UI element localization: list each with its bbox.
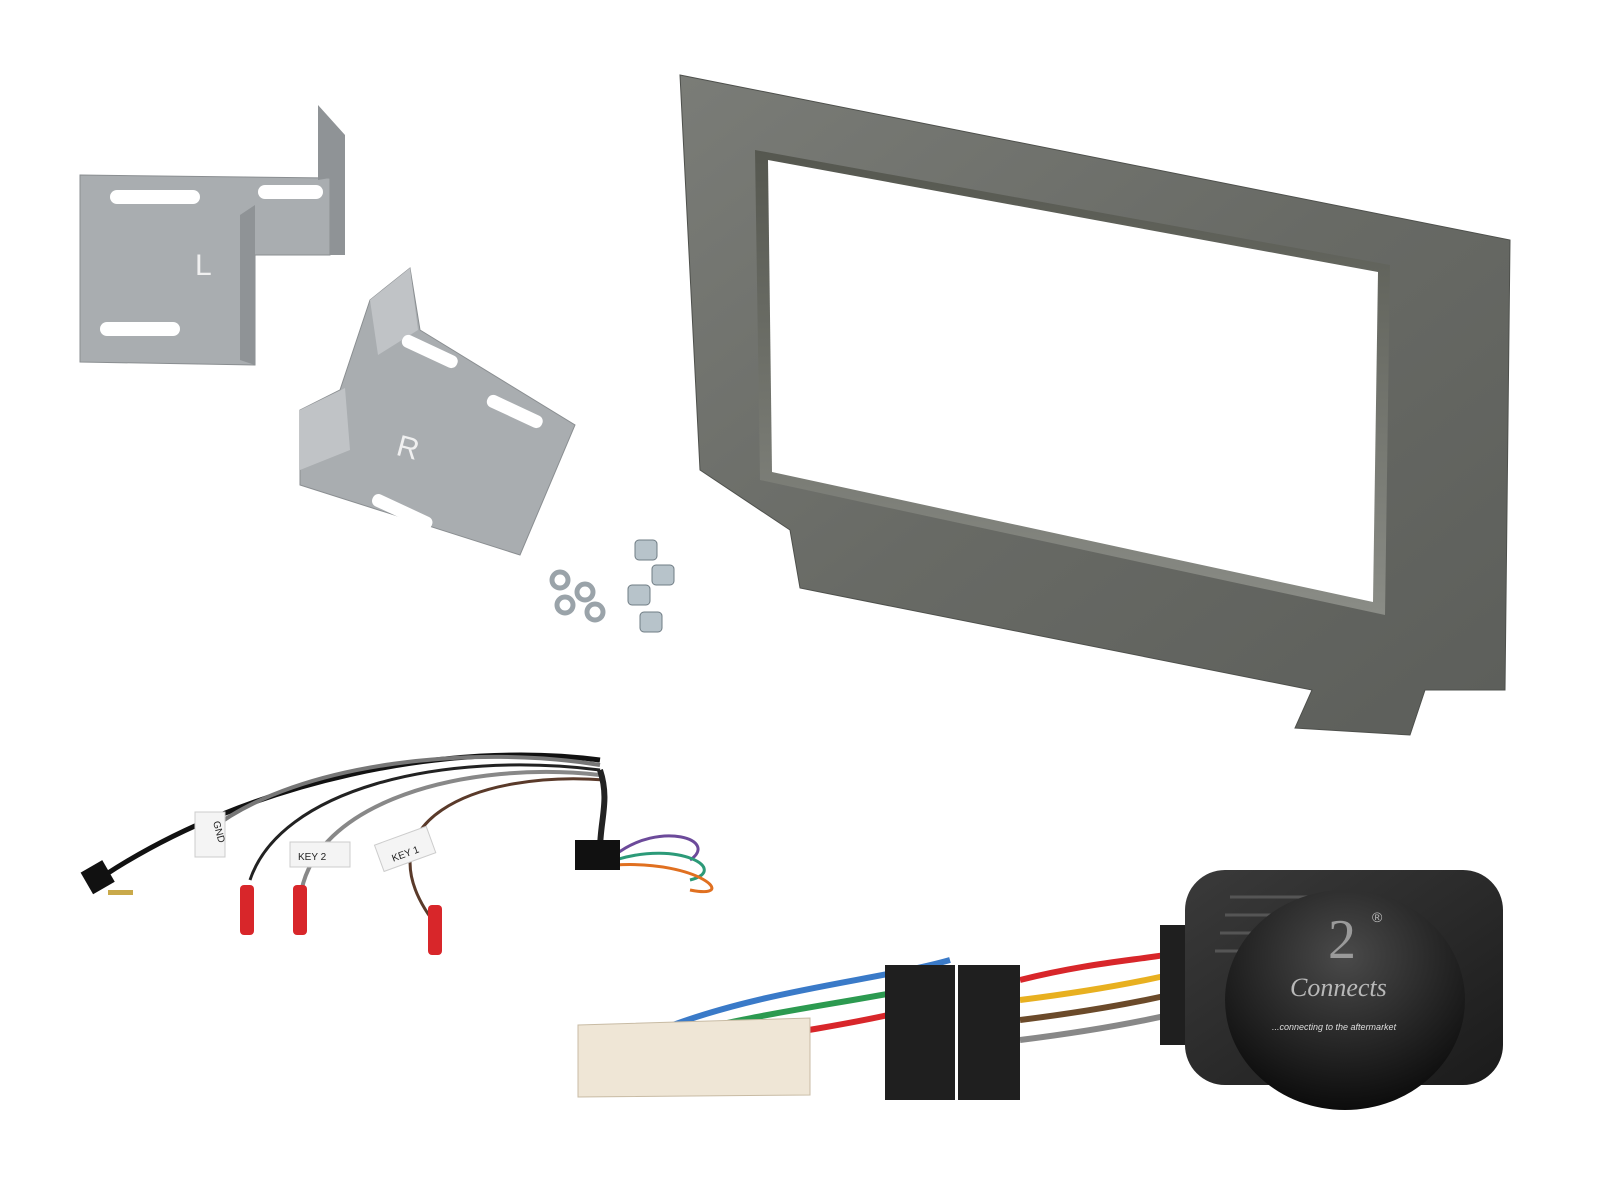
steering-interface-box: 2 ® Connects ...connecting to the afterm… bbox=[1185, 870, 1503, 1110]
vehicle-harness bbox=[577, 925, 1195, 1100]
bracket-left-mark: L bbox=[195, 249, 212, 282]
double-din-fascia bbox=[679, 74, 1511, 736]
logo-registered: ® bbox=[1372, 909, 1383, 925]
wire-tag-gnd: GND bbox=[194, 811, 226, 858]
left-bracket: L bbox=[79, 105, 345, 366]
jack-plug bbox=[80, 860, 115, 895]
steering-wheel-lead: GND KEY 2 KEY 1 bbox=[80, 752, 714, 955]
iso-connector-left bbox=[885, 965, 955, 1100]
logo-numeral: 2 bbox=[1328, 909, 1356, 971]
multipin-plug bbox=[575, 840, 620, 870]
logo-tagline: ...connecting to the aftermarket bbox=[1272, 1022, 1397, 1032]
vehicle-connector bbox=[577, 1017, 811, 1098]
red-bullet-connectors bbox=[240, 885, 442, 955]
logo-brand: Connects bbox=[1290, 973, 1387, 1002]
screws-and-washers bbox=[549, 539, 675, 633]
svg-text:KEY 2: KEY 2 bbox=[298, 852, 327, 863]
wire-tag-key1: KEY 1 bbox=[373, 825, 437, 873]
iso-connector-right bbox=[958, 965, 1020, 1100]
wire-tag-key2: KEY 2 bbox=[289, 841, 351, 868]
right-bracket: R bbox=[299, 267, 576, 556]
